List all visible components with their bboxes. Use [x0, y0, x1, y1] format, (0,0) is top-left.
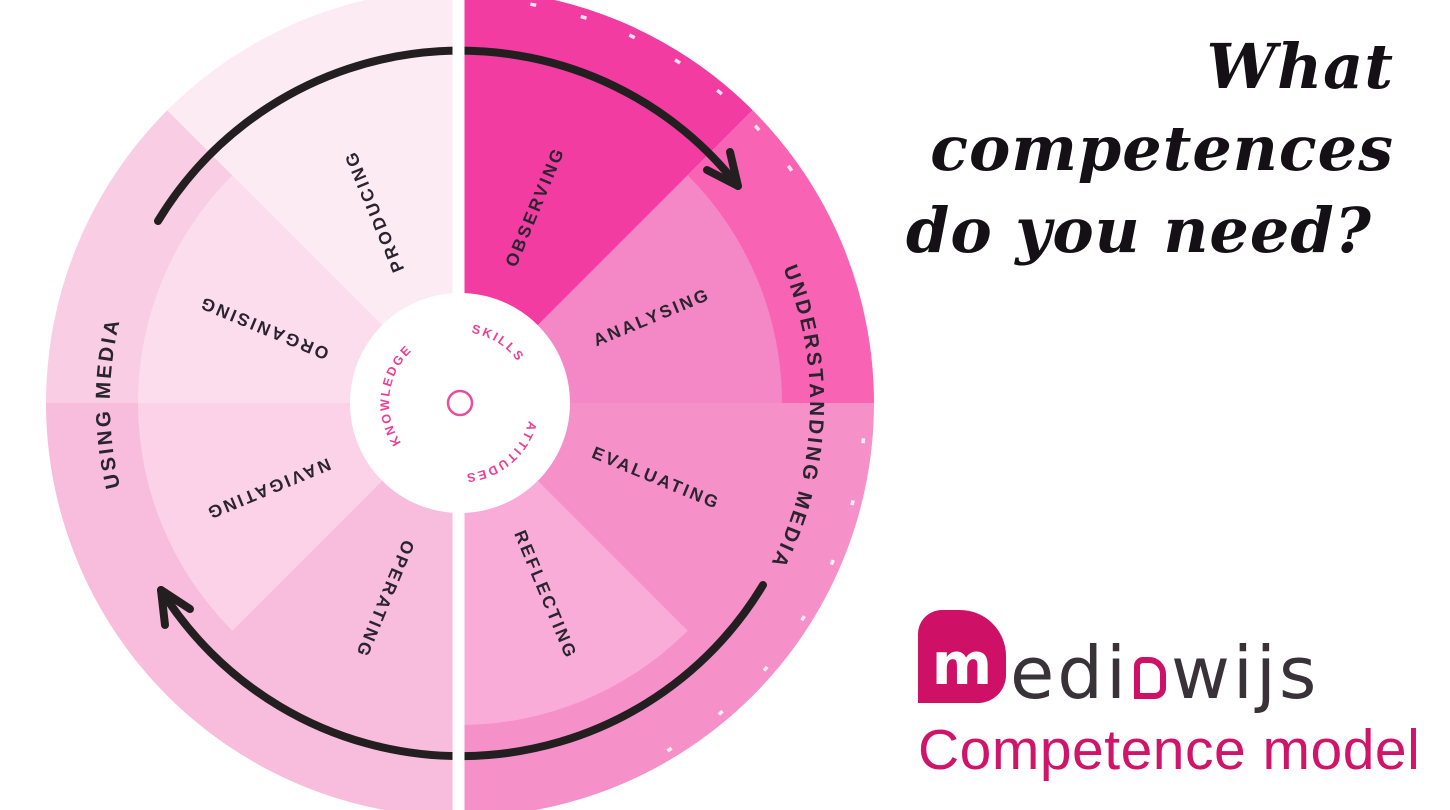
logo-leaf-a-icon: [1134, 657, 1167, 699]
center-dot: [446, 389, 474, 417]
sector-evaluating-and-ring: [460, 403, 874, 810]
sector-observing: [460, 0, 753, 403]
page-title: What competences do you need?: [734, 26, 1394, 271]
logo-leaf-badge: m: [918, 610, 1006, 703]
wheel-hub: [350, 293, 570, 513]
sector-producing: [167, 0, 460, 403]
competence-wheel: UNDERSTANDING MEDIA USING MEDIA OBSERVIN…: [46, 0, 874, 810]
title-line2: do you need?: [906, 193, 1372, 267]
cycle-arrow-top: [154, 46, 742, 225]
logo-text-part2: wijs: [1171, 631, 1320, 715]
logo-letter-m: m: [931, 629, 993, 698]
title-line1: What competences: [930, 30, 1394, 185]
logo-text-part1: edi: [1010, 631, 1130, 715]
logo-subtitle: Competence model: [918, 718, 1421, 782]
